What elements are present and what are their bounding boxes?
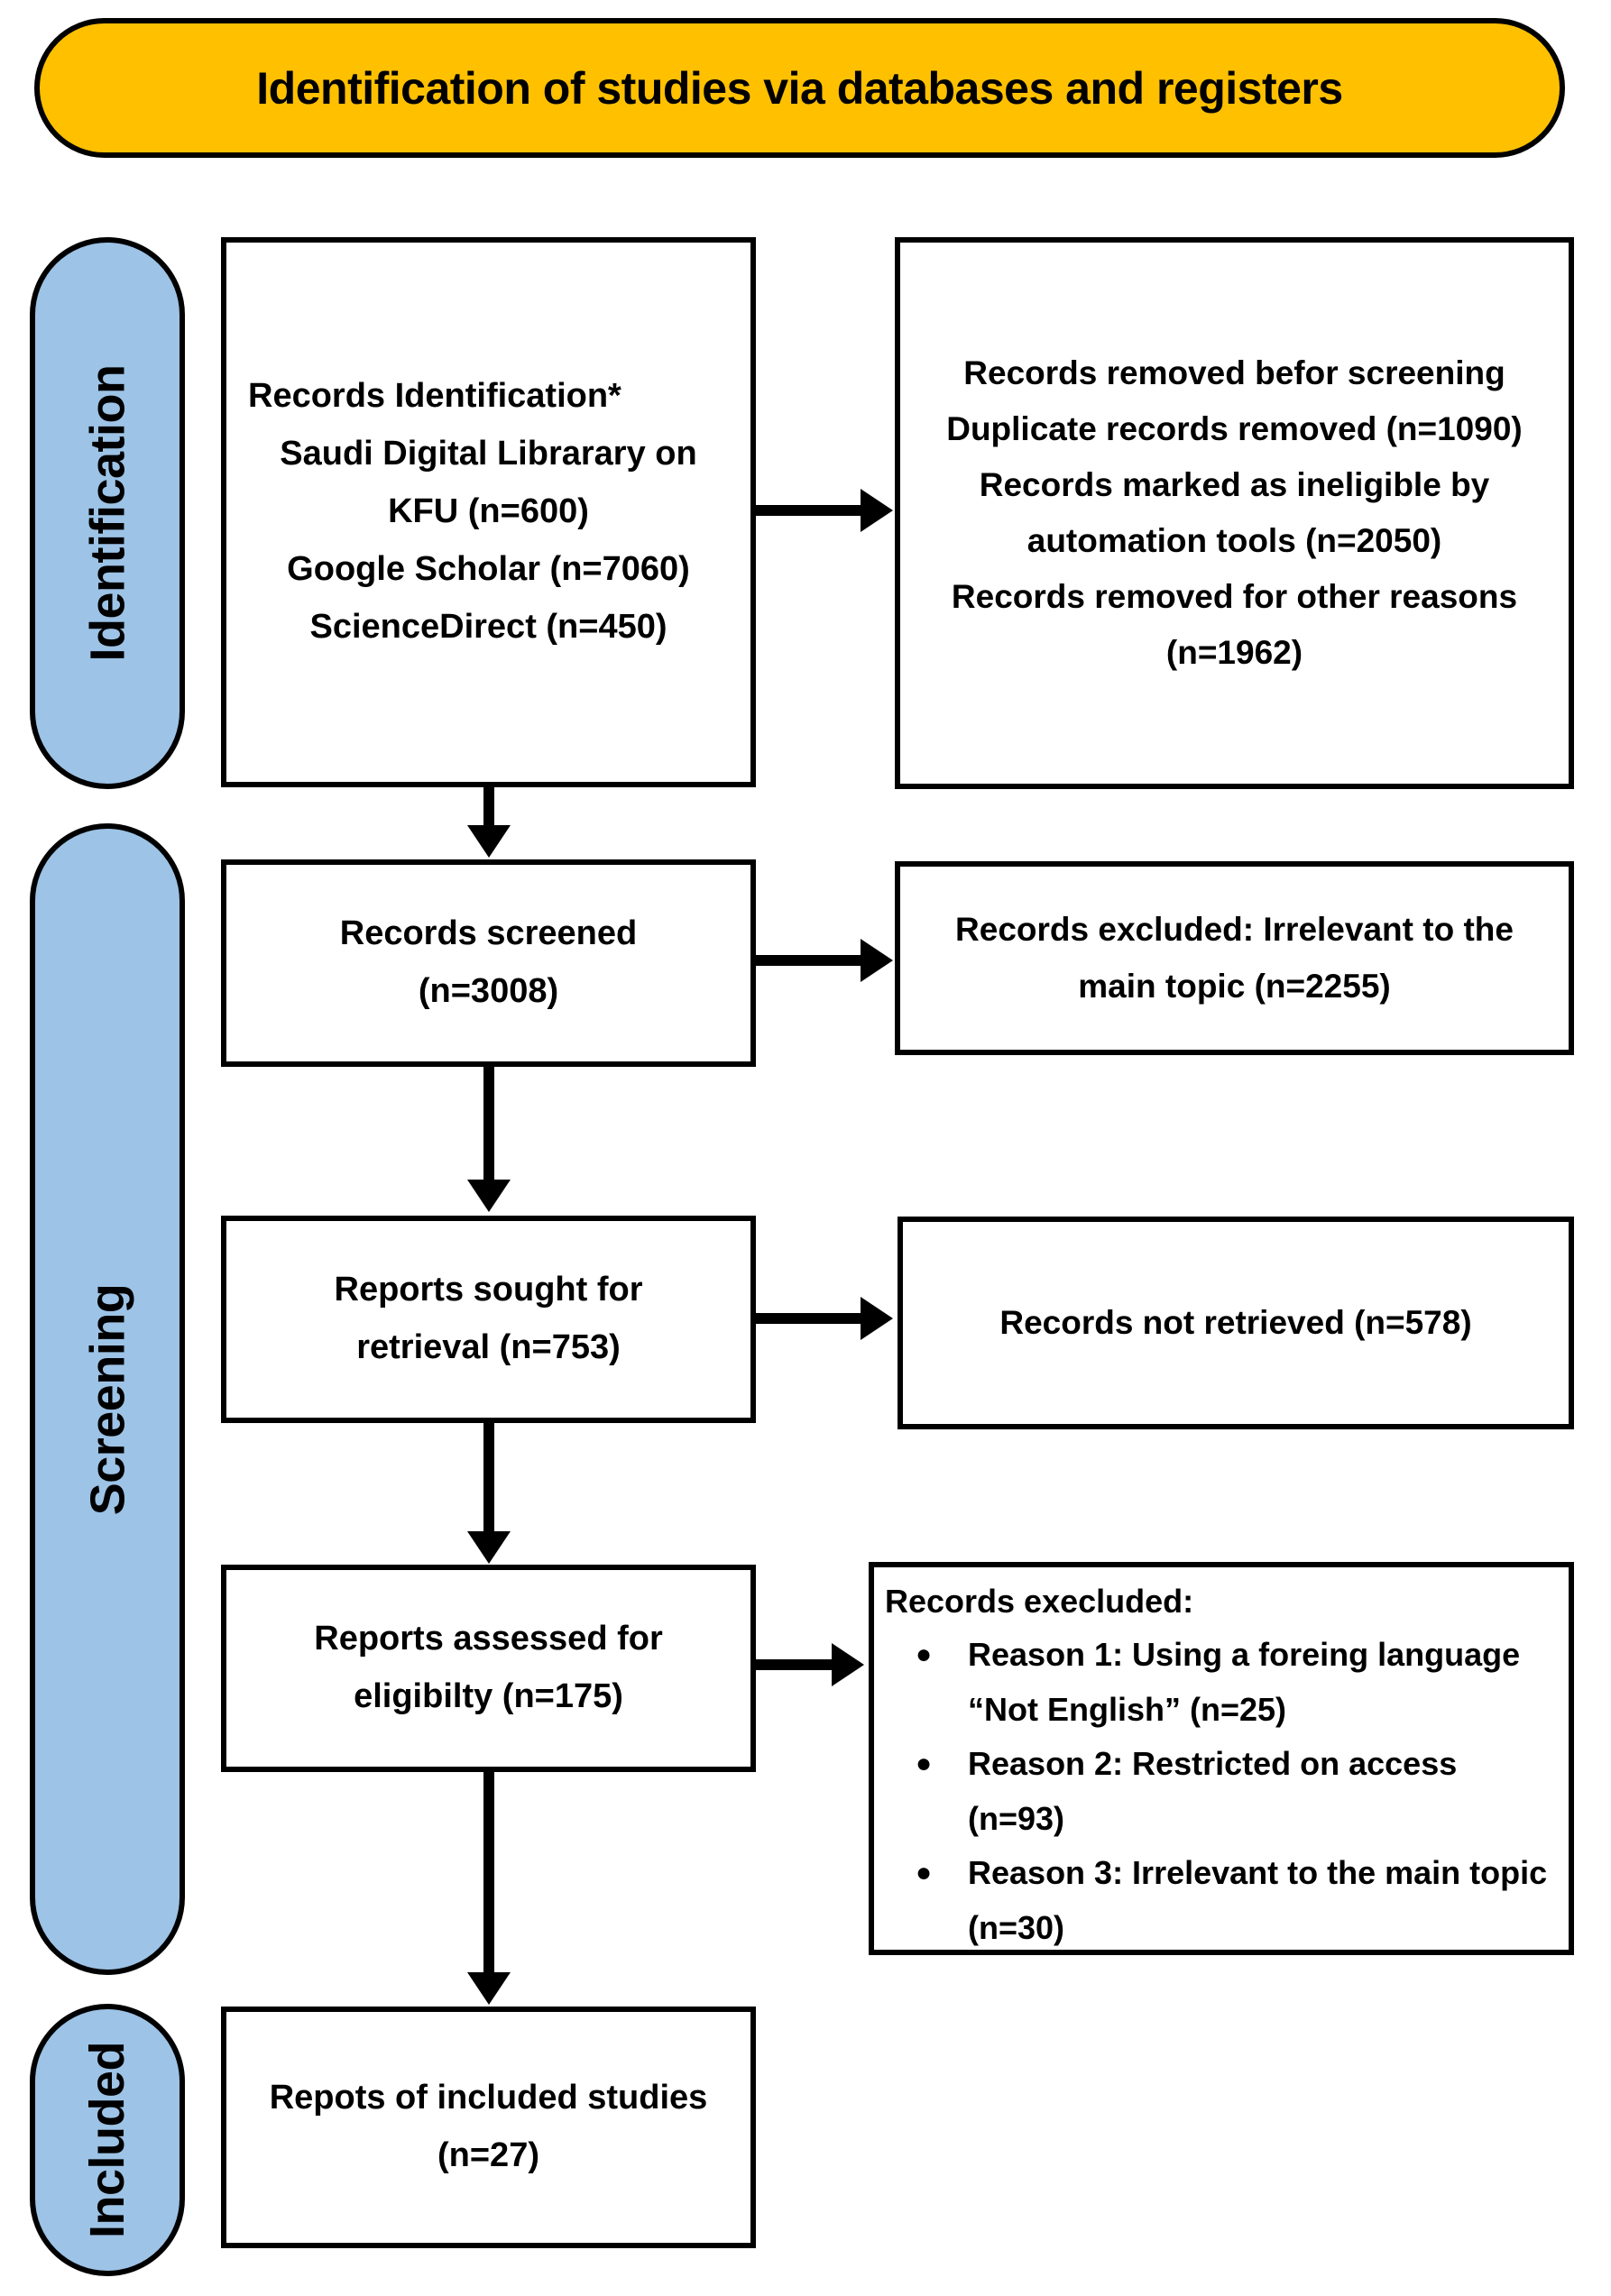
box-text-line: Reports assessed for	[314, 1620, 663, 1658]
box-reports-sought: Reports sought for retrieval (n=753)	[221, 1216, 756, 1423]
stage-pill-included: Included	[30, 2004, 185, 2276]
box-text-line: Reports sought for	[334, 1271, 643, 1309]
box-text-line: (n=1962)	[1165, 634, 1303, 672]
box-text-header: Records execluded:	[885, 1583, 1194, 1620]
box-text-line: main topic (n=2255)	[1078, 967, 1391, 1005]
box-records-execluded-reasons: Records execluded: Reason 1: Using a for…	[869, 1562, 1574, 1955]
box-text-line: Google Scholar (n=7060)	[287, 549, 690, 588]
box-text-line: KFU (n=600)	[388, 492, 589, 531]
box-records-not-retrieved: Records not retrieved (n=578)	[898, 1217, 1574, 1429]
box-text-line: (n=3008)	[418, 972, 559, 1010]
box-text-line: Records excluded: Irrelevant to the	[955, 911, 1514, 949]
stage-pill-screening: Screening	[30, 823, 185, 1975]
box-text-line: Records removed for other reasons	[951, 578, 1518, 616]
box-records-excluded: Records excluded: Irrelevant to the main…	[895, 861, 1574, 1055]
exclusion-reason-item: Reason 1: Using a foreing language “Not …	[916, 1628, 1556, 1737]
box-text-line: Records not retrieved (n=578)	[999, 1303, 1472, 1341]
box-text-line: automation tools (n=2050)	[1026, 522, 1442, 559]
box-text-line: Duplicate records removed (n=1090)	[946, 409, 1523, 447]
box-text-line: Saudi Digital Librarary on	[280, 435, 697, 473]
box-text-line: Records removed befor screening	[963, 354, 1505, 391]
box-text-line: Repots of included studies	[269, 2079, 708, 2117]
stage-pill-identification: Identification	[30, 237, 185, 789]
exclusion-reason-list: Reason 1: Using a foreing language “Not …	[885, 1628, 1556, 1955]
box-text-line: Records screened	[339, 914, 638, 953]
box-text-line: retrieval (n=753)	[356, 1328, 621, 1366]
box-records-identification: Records Identification* Saudi Digital Li…	[221, 237, 756, 787]
box-reports-included: Repots of included studies (n=27)	[221, 2007, 756, 2248]
stage-label-included: Included	[80, 2041, 135, 2239]
diagram-title-banner: Identification of studies via databases …	[34, 18, 1565, 158]
box-records-removed-before-screening: Records removed befor screening Duplicat…	[895, 237, 1574, 789]
box-reports-assessed: Reports assessed for eligibilty (n=175)	[221, 1565, 756, 1772]
diagram-title: Identification of studies via databases …	[256, 62, 1343, 114]
box-text-line: (n=27)	[437, 2136, 539, 2174]
exclusion-reason-item: Reason 3: Irrelevant to the main topic (…	[916, 1846, 1556, 1955]
box-records-screened: Records screened (n=3008)	[221, 859, 756, 1067]
box-text-line: ScienceDirect (n=450)	[309, 607, 667, 646]
box-text-line: Records Identification*	[248, 377, 621, 416]
stage-label-identification: Identification	[80, 364, 134, 662]
exclusion-reason-item: Reason 2: Restricted on access (n=93)	[916, 1737, 1556, 1846]
box-text-line: Records marked as ineligible by	[979, 465, 1490, 503]
box-text-line: eligibilty (n=175)	[354, 1677, 623, 1715]
stage-label-screening: Screening	[80, 1283, 134, 1515]
